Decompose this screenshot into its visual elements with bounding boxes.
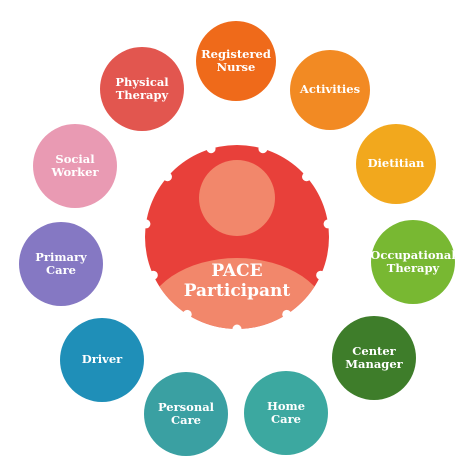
role-dietitian: Dietitian <box>356 124 436 204</box>
role-label: Physical Therapy <box>115 74 169 102</box>
role-home-care: Home Care <box>244 371 328 455</box>
role-activities: Activities <box>290 50 370 130</box>
pace-participant-circle <box>141 144 333 334</box>
ring-notch <box>206 144 216 154</box>
role-occupational-therapy: Occupational Therapy <box>370 220 456 304</box>
ring-notch <box>141 219 151 229</box>
role-center-manager: Center Manager <box>332 316 416 400</box>
role-physical-therapy: Physical Therapy <box>100 47 184 131</box>
role-label: Driver <box>81 352 123 367</box>
role-registered-nurse: Registered Nurse <box>196 21 276 101</box>
role-primary-care: Primary Care <box>19 222 103 306</box>
person-head-icon <box>199 160 275 236</box>
role-label: Registered Nurse <box>201 46 271 74</box>
pace-participant-label: PACE Participant <box>183 261 291 301</box>
role-label: Social Worker <box>51 151 99 179</box>
ring-notch <box>282 309 292 319</box>
role-label: Personal Care <box>157 399 215 427</box>
role-driver: Driver <box>60 318 144 402</box>
ring-notch <box>316 270 326 280</box>
role-personal-care: Personal Care <box>144 372 228 456</box>
ring-notch <box>258 144 268 154</box>
role-label: Primary Care <box>35 249 87 277</box>
role-label: Occupational Therapy <box>370 247 456 275</box>
ring-notch <box>323 219 333 229</box>
role-label: Home Care <box>266 398 306 426</box>
ring-notch <box>148 270 158 280</box>
ring-notch <box>232 324 242 334</box>
person-body-icon <box>145 258 329 329</box>
ring-notch <box>182 309 192 319</box>
ring-notches <box>141 144 333 334</box>
role-social-worker: Social Worker <box>33 124 117 208</box>
role-label: Activities <box>299 82 361 97</box>
role-label: Center Manager <box>345 343 403 371</box>
ring-notch <box>162 172 172 182</box>
role-label: Dietitian <box>367 156 425 171</box>
ring-notch <box>302 172 312 182</box>
